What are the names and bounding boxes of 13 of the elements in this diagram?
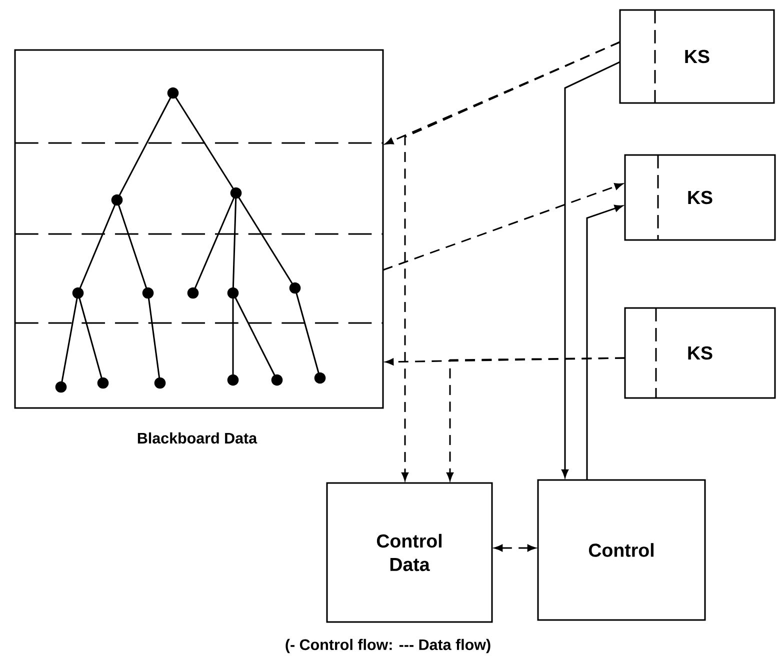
dashed-arrow — [446, 357, 625, 481]
process-box: Control — [537, 479, 706, 621]
legend-note: (- Control flow: --- Data flow) — [286, 638, 490, 654]
heading: Blackboard Data — [138, 432, 258, 444]
arrow — [562, 61, 620, 478]
dashed-arrow — [402, 41, 620, 481]
knowledge-source-box: KS — [619, 9, 775, 104]
dashed-arrow — [382, 183, 623, 271]
process-box: Control Data — [326, 482, 493, 623]
arrow — [586, 204, 623, 480]
dashed-arrow — [494, 544, 536, 552]
knowledge-source-box: KS — [624, 154, 776, 241]
knowledge-source-box: KS — [624, 307, 776, 399]
